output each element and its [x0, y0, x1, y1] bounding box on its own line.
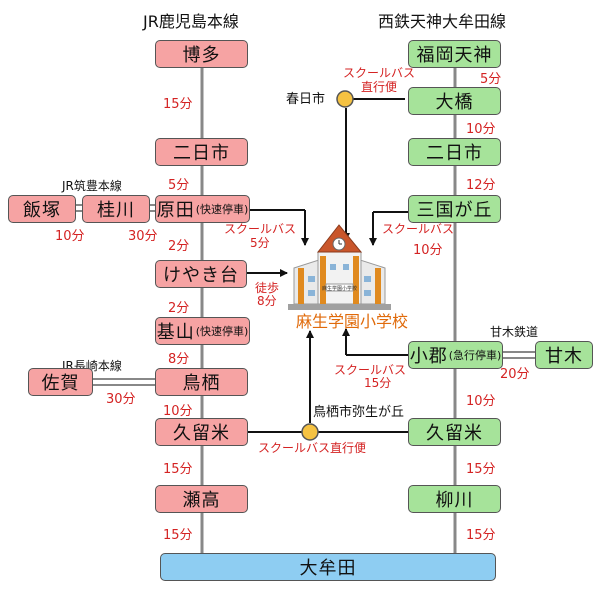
walk-label: 徒歩: [255, 281, 280, 295]
station-kiyama-note: (快速停車): [195, 325, 249, 338]
time-mikuni-ogori: 10分: [413, 243, 443, 258]
kurume-direct-bus-label: スクールバス直行便: [258, 441, 367, 455]
station-ohashi-label: 大橋: [435, 92, 474, 113]
station-kiyama[interactable]: 基山(快速停車): [155, 317, 250, 345]
station-keisen[interactable]: 桂川: [82, 195, 150, 223]
kasuga-bus-direct-label: 直行便: [361, 80, 398, 94]
station-kurume-jr[interactable]: 久留米: [155, 418, 248, 446]
station-mikunigaoka[interactable]: 三国が丘: [408, 195, 501, 223]
station-saga-label: 佐賀: [41, 373, 80, 394]
station-iizuka-label: 飯塚: [23, 200, 61, 221]
station-amagi-label: 甘木: [545, 346, 583, 367]
station-tosu-label: 鳥栖: [182, 373, 221, 394]
time-futsukaichi-haruda: 5分: [168, 178, 190, 193]
station-haruda-note: (快速停車): [195, 203, 249, 216]
station-haruda-label: 原田: [156, 200, 195, 221]
school-sign: 麻生学園小学校: [322, 285, 357, 292]
station-fukuoka-tenjin-label: 福岡天神: [416, 45, 493, 66]
station-setaka[interactable]: 瀬高: [155, 485, 248, 513]
haruda-bus-time: 5分: [250, 236, 270, 250]
kasuga-bus-arrow: [346, 98, 405, 240]
station-iizuka[interactable]: 飯塚: [8, 195, 76, 223]
station-ogori-label: 小郡: [409, 346, 448, 367]
station-keisen-label: 桂川: [97, 200, 135, 221]
time-keisen-haruda: 30分: [128, 229, 158, 244]
time-tenjin-ohashi: 5分: [480, 72, 502, 87]
station-futsukaichi-ns-label: 二日市: [426, 143, 483, 164]
station-amagi[interactable]: 甘木: [535, 341, 593, 369]
station-tosu[interactable]: 鳥栖: [155, 368, 248, 396]
station-kurume-ns[interactable]: 久留米: [408, 418, 501, 446]
station-kiyama-label: 基山: [156, 322, 195, 343]
yayoigaoka-bus-stop: [301, 423, 319, 441]
station-kurume-ns-label: 久留米: [426, 423, 483, 444]
station-yanagawa-label: 柳川: [435, 490, 474, 511]
time-kiyama-tosu: 8分: [168, 352, 190, 367]
station-ogori[interactable]: 小郡(急行停車): [408, 341, 503, 369]
ogori-bus-label: スクールバス: [334, 363, 407, 377]
station-setaka-label: 瀬高: [182, 490, 221, 511]
station-haruda[interactable]: 原田(快速停車): [155, 195, 250, 223]
time-keyakidai-kiyama: 2分: [168, 301, 190, 316]
time-futsukaichi-mikuni: 12分: [466, 178, 496, 193]
school-name: 麻生学園小学校: [295, 312, 408, 331]
time-kurume-yanagawa: 15分: [466, 462, 496, 477]
time-kurume-setaka: 15分: [163, 462, 193, 477]
station-kurume-jr-label: 久留米: [173, 423, 230, 444]
time-saga-tosu: 30分: [106, 392, 136, 407]
time-setaka-omuta: 15分: [163, 528, 193, 543]
station-ohashi[interactable]: 大橋: [408, 87, 501, 115]
station-hakata[interactable]: 博多: [155, 40, 248, 68]
station-ogori-note: (急行停車): [448, 349, 502, 362]
nishitetsu-line-label: 西鉄天神大牟田線: [378, 12, 507, 31]
kasuga-city-label: 春日市: [286, 92, 326, 107]
mikuni-bus-label: スクールバス: [382, 222, 455, 236]
station-hakata-label: 博多: [182, 45, 221, 66]
chikuho-line-label: JR筑豊本線: [62, 179, 122, 193]
kasuga-bus-label: スクールバス: [343, 66, 416, 80]
time-hakata-futsukaichi: 15分: [163, 97, 193, 112]
station-futsukaichi-ns[interactable]: 二日市: [408, 138, 501, 166]
station-yanagawa[interactable]: 柳川: [408, 485, 501, 513]
kasuga-bus-stop: [336, 90, 354, 108]
time-ogori-amagi: 20分: [500, 367, 530, 382]
station-fukuoka-tenjin[interactable]: 福岡天神: [408, 40, 501, 68]
jr-kagoshima-line-label: JR鹿児島本線: [143, 12, 239, 31]
station-saga[interactable]: 佐賀: [28, 368, 93, 396]
station-keyakidai[interactable]: けやき台: [155, 260, 247, 288]
ogori-bus-time: 15分: [364, 376, 392, 390]
amagi-railway-label: 甘木鉄道: [490, 325, 539, 339]
station-keyakidai-label: けやき台: [163, 265, 239, 286]
time-ohashi-futsukaichi: 10分: [466, 122, 496, 137]
time-iizuka-keisen: 10分: [55, 229, 85, 244]
yayoigaoka-label: 鳥栖市弥生が丘: [313, 405, 405, 420]
station-futsukaichi-jr-label: 二日市: [173, 143, 230, 164]
station-futsukaichi-jr[interactable]: 二日市: [155, 138, 248, 166]
haruda-bus-label: スクールバス: [224, 222, 297, 236]
time-tosu-kurume: 10分: [163, 404, 193, 419]
time-ogori-kurume: 10分: [466, 394, 496, 409]
time-yanagawa-omuta: 15分: [466, 528, 496, 543]
walk-time: 8分: [257, 294, 277, 308]
station-omuta[interactable]: 大牟田: [160, 553, 496, 581]
school-building-illustration: 麻生学園小学校: [288, 224, 391, 310]
station-omuta-label: 大牟田: [299, 558, 357, 579]
station-mikunigaoka-label: 三国が丘: [416, 200, 493, 221]
time-haruda-keyakidai: 2分: [168, 239, 190, 254]
